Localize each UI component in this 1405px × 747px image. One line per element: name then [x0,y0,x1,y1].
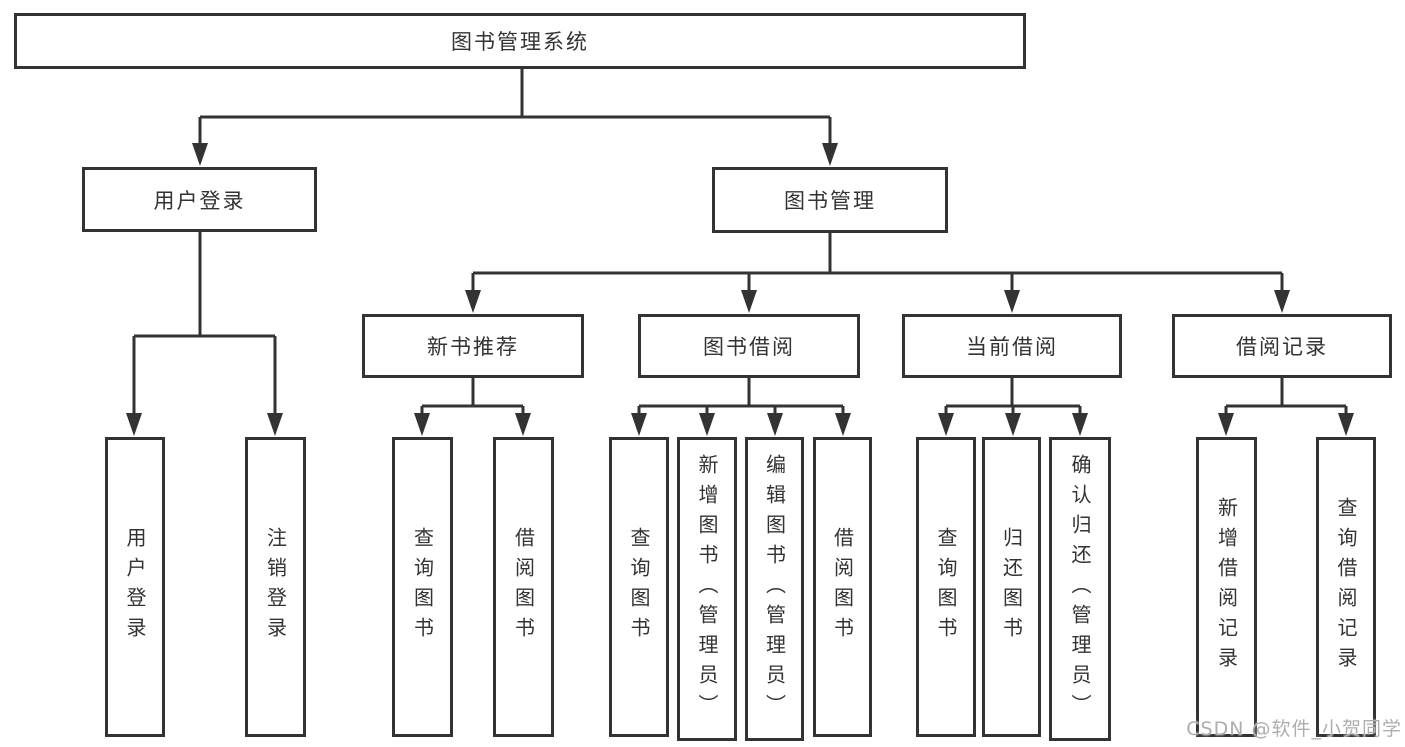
node-user-login: 用户登录 [82,167,317,232]
leaf-record-add: 新增借阅记录 [1196,437,1257,737]
leaf-current-query-book: 查询图书 [916,437,976,737]
leaf-borrow-borrow-book: 借阅图书 [813,437,872,737]
node-borrow-record: 借阅记录 [1172,314,1392,378]
watermark: CSDN @软件_小贺同学 [1186,718,1402,740]
leaf-recommend-borrow-book: 借阅图书 [493,437,554,737]
node-current-borrow: 当前借阅 [902,314,1122,378]
leaf-user-login: 用户登录 [105,437,165,737]
node-book-borrow: 图书借阅 [638,314,860,378]
leaf-current-confirm-return-admin: 确认归还（管理员） [1049,437,1111,741]
leaf-record-query: 查询借阅记录 [1316,437,1376,737]
leaf-borrow-edit-book-admin: 编辑图书（管理员） [745,437,804,741]
leaf-recommend-query-book: 查询图书 [392,437,453,737]
leaf-current-return-book: 归还图书 [982,437,1041,737]
leaf-borrow-query-book: 查询图书 [609,437,669,737]
leaf-logout: 注销登录 [245,437,306,737]
leaf-borrow-add-book-admin: 新增图书（管理员） [677,437,737,741]
node-root: 图书管理系统 [14,13,1026,69]
node-book-management: 图书管理 [712,167,948,233]
node-new-book-recommend: 新书推荐 [362,314,584,378]
